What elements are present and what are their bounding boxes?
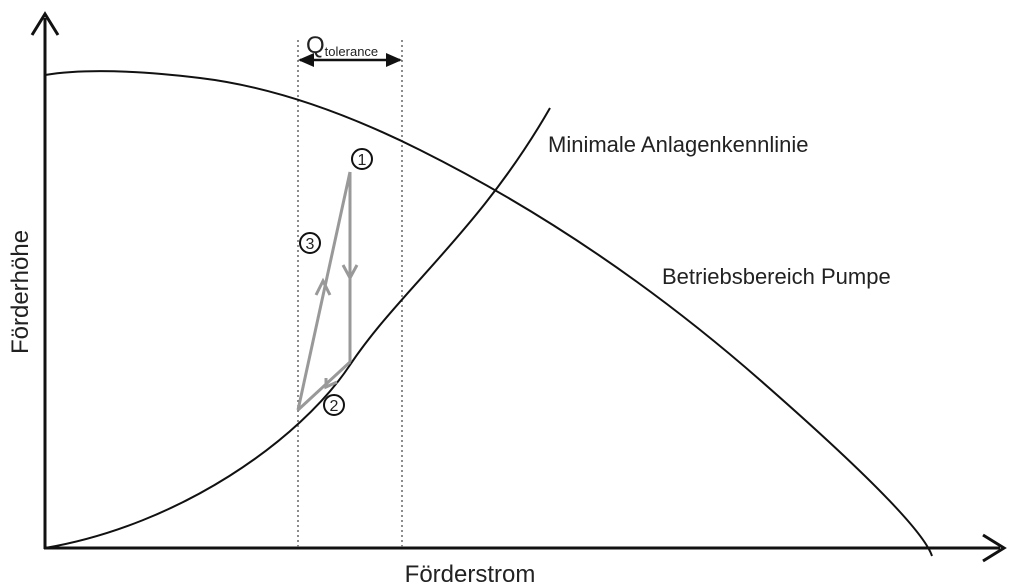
point-2: 2 — [323, 394, 345, 416]
x-axis-label: Förderstrom — [405, 561, 536, 586]
point-3: 3 — [299, 232, 321, 254]
svg-text:2: 2 — [330, 398, 339, 415]
x-axis — [44, 533, 1007, 563]
arrow-diag-icon — [324, 378, 338, 390]
y-axis-label: Förderhöhe — [7, 230, 34, 354]
point-1: 1 — [351, 148, 373, 170]
hysteresis-cycle — [296, 171, 359, 412]
pump-curve — [44, 70, 933, 557]
tolerance-label: Qtolerance — [306, 32, 378, 59]
system-curve — [44, 107, 551, 549]
arrow-up-icon — [314, 277, 332, 296]
svg-text:1: 1 — [358, 152, 367, 169]
svg-text:3: 3 — [306, 236, 315, 253]
tolerance-arrow — [298, 53, 402, 67]
system-curve-label: Minimale Anlagenkennlinie — [548, 132, 809, 157]
pump-curve-label: Betriebsbereich Pumpe — [662, 264, 891, 289]
y-axis — [30, 11, 60, 549]
arrow-down-icon — [341, 264, 359, 282]
